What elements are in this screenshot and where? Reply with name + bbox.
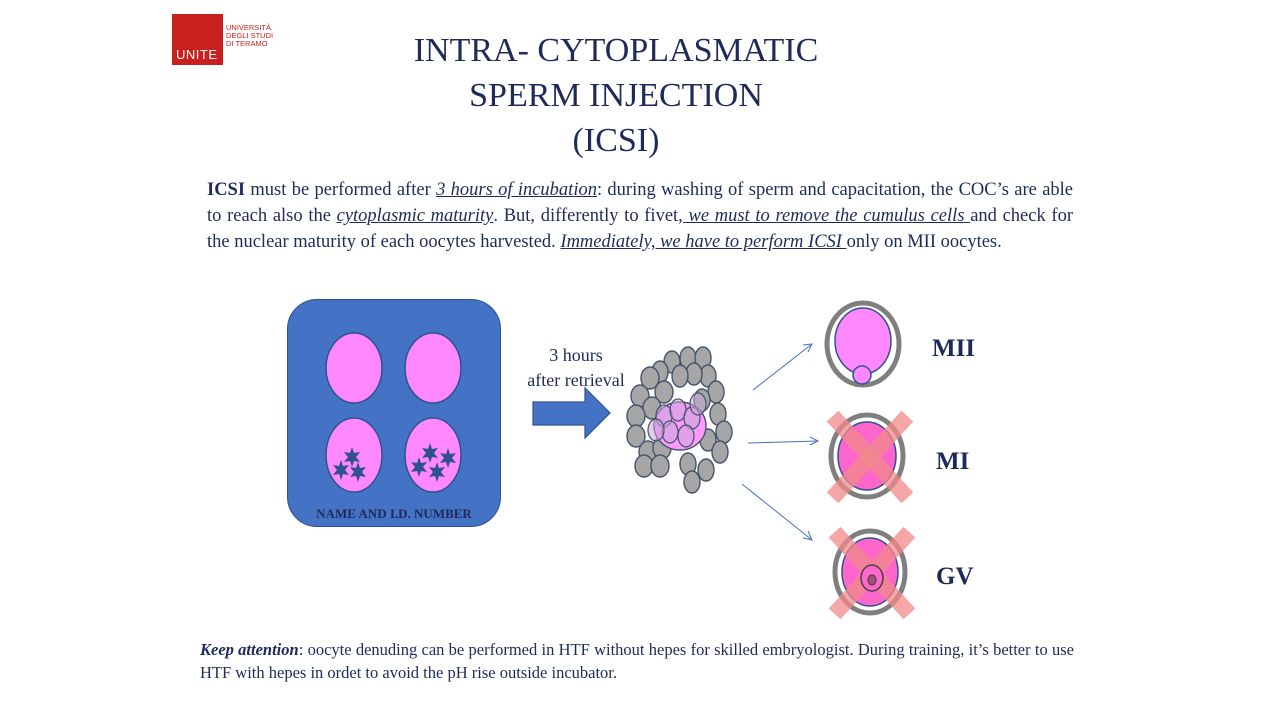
para-text: must be performed after bbox=[245, 180, 437, 200]
block-arrow bbox=[532, 386, 611, 440]
stage-label-mi: MI bbox=[936, 448, 970, 475]
slide-title: INTRA- CYTOPLASMATIC SPERM INJECTION (IC… bbox=[360, 28, 872, 163]
well-top-left bbox=[325, 332, 383, 404]
culture-dish: NAME AND I.D. NUMBER bbox=[287, 299, 501, 527]
dish-label: NAME AND I.D. NUMBER bbox=[316, 506, 472, 521]
para-text: only on MII oocytes. bbox=[846, 232, 1002, 252]
title-line-2: SPERM INJECTION bbox=[469, 77, 763, 114]
attention-note: Keep attention: oocyte denuding can be p… bbox=[200, 638, 1074, 684]
icsi-term: ICSI bbox=[207, 180, 246, 200]
title-line-1: INTRA- CYTOPLASMATIC bbox=[413, 32, 819, 69]
star-icon bbox=[333, 460, 349, 480]
nucleolus bbox=[867, 574, 877, 586]
stage-label-gv: GV bbox=[936, 563, 974, 590]
dish-wells bbox=[325, 332, 462, 493]
mii-oocyte bbox=[824, 300, 902, 388]
arrow-to-mi bbox=[747, 440, 819, 444]
star-icon bbox=[411, 457, 427, 477]
star-icon bbox=[429, 462, 445, 482]
reject-cross-icon bbox=[826, 410, 914, 504]
thin-arrows bbox=[741, 343, 820, 541]
arrow-to-mii bbox=[752, 343, 813, 391]
logo-line: UNIVERSITÀ bbox=[226, 23, 272, 32]
star-icon bbox=[422, 443, 438, 463]
logo-line: DI TERAMO bbox=[226, 39, 268, 48]
para-text: and check for the nuclear maturity of ea… bbox=[207, 206, 1073, 252]
star-icon bbox=[440, 448, 456, 468]
perform-icsi-emphasis: Immediately, we have to perform ICSI bbox=[560, 232, 847, 252]
logo-mark: UNITE bbox=[172, 14, 223, 65]
mi-oocyte bbox=[826, 410, 914, 504]
arrow-label-line-1: 3 hours bbox=[549, 345, 603, 365]
arrow-to-gv bbox=[741, 483, 813, 541]
cumulus-oocyte-complex bbox=[626, 346, 733, 494]
oocyte-stars-right bbox=[411, 443, 456, 482]
para-text: . But, differently to fivet bbox=[493, 206, 679, 226]
stage-label-mii: MII bbox=[932, 335, 976, 362]
polar-body bbox=[852, 365, 872, 385]
arrow-label-line-2: after retrieval bbox=[527, 370, 625, 390]
note-lead: Keep attention bbox=[200, 640, 299, 659]
oocyte-stars-left bbox=[333, 447, 366, 482]
gv-oocyte bbox=[828, 526, 916, 620]
arrow-label: 3 hours after retrieval bbox=[514, 343, 638, 393]
well-top-right bbox=[404, 332, 462, 404]
title-line-3: (ICSI) bbox=[572, 122, 660, 159]
logo-short: UNITE bbox=[176, 47, 218, 62]
star-icon bbox=[350, 462, 366, 482]
cytoplasmic-maturity-emphasis: cytoplasmic maturity bbox=[336, 206, 494, 226]
intro-paragraph: ICSI must be performed after 3 hours of … bbox=[207, 177, 1073, 255]
note-text: : oocyte denuding can be performed in HT… bbox=[200, 640, 1075, 682]
logo-line: DEGLI STUDI bbox=[226, 31, 274, 40]
logo-wordmark: UNIVERSITÀ DEGLI STUDI DI TERAMO bbox=[226, 24, 273, 48]
para-text: : during washing of sperm and capacitati… bbox=[207, 180, 1074, 226]
university-logo: UNITE UNIVERSITÀ DEGLI STUDI DI TERAMO bbox=[172, 14, 282, 66]
star-icon bbox=[344, 447, 360, 467]
incubation-emphasis: 3 hours of incubation bbox=[436, 180, 597, 200]
remove-cumulus-emphasis: , we must to remove the cumulus cells bbox=[678, 206, 971, 226]
